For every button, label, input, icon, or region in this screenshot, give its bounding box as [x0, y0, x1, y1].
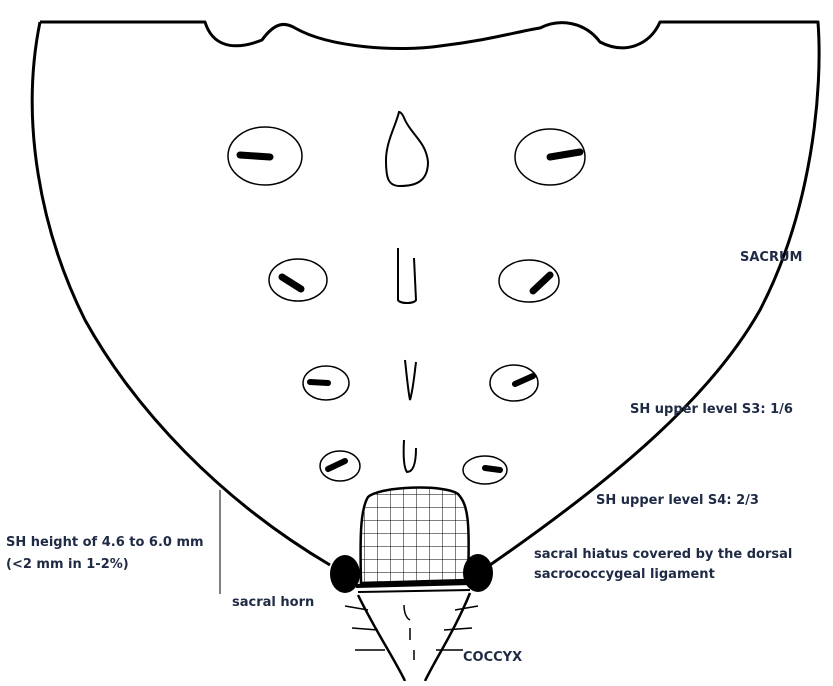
label-hiatus-line2: sacrococcygeal ligament — [534, 565, 715, 584]
sacrum-outline — [32, 22, 819, 565]
coccyx-outline — [358, 593, 470, 681]
foramen-mark — [515, 376, 533, 384]
foramina-s1 — [228, 127, 585, 185]
foramen-mark — [240, 155, 270, 157]
median-crest-s2 — [398, 248, 416, 303]
foramen-mark — [310, 382, 328, 383]
foramen-mark — [485, 468, 500, 470]
label-sh-upper-s4: SH upper level S4: 2/3 — [596, 491, 759, 510]
foramen-right-s2 — [499, 260, 559, 302]
label-hiatus-line1: sacral hiatus covered by the dorsal — [534, 545, 792, 564]
label-sh-height-line2: (<2 mm in 1-2%) — [6, 555, 129, 574]
foramen-left-s2 — [269, 259, 327, 301]
foramina-s3 — [303, 365, 538, 401]
sacral-horn-left — [330, 555, 360, 593]
label-sh-upper-s3: SH upper level S3: 1/6 — [630, 400, 793, 419]
foramen-mark — [550, 152, 580, 157]
label-coccyx: COCCYX — [463, 648, 522, 667]
label-sh-height-line1: SH height of 4.6 to 6.0 mm — [6, 533, 204, 552]
median-crest-s3 — [405, 360, 416, 400]
label-sacral-horn: sacral horn — [232, 593, 314, 612]
hiatus-bottom-line — [358, 590, 470, 592]
coccyx-ridges — [345, 605, 478, 660]
median-crest-s1 — [386, 112, 428, 186]
median-crest-s4 — [404, 440, 416, 472]
sacral-hiatus-grid — [361, 488, 469, 583]
foramen-mark — [282, 277, 301, 289]
sacral-horn-right — [463, 554, 493, 592]
foramen-mark — [533, 275, 550, 291]
label-sacrum: SACRUM — [740, 248, 802, 267]
foramen-mark — [328, 461, 345, 469]
